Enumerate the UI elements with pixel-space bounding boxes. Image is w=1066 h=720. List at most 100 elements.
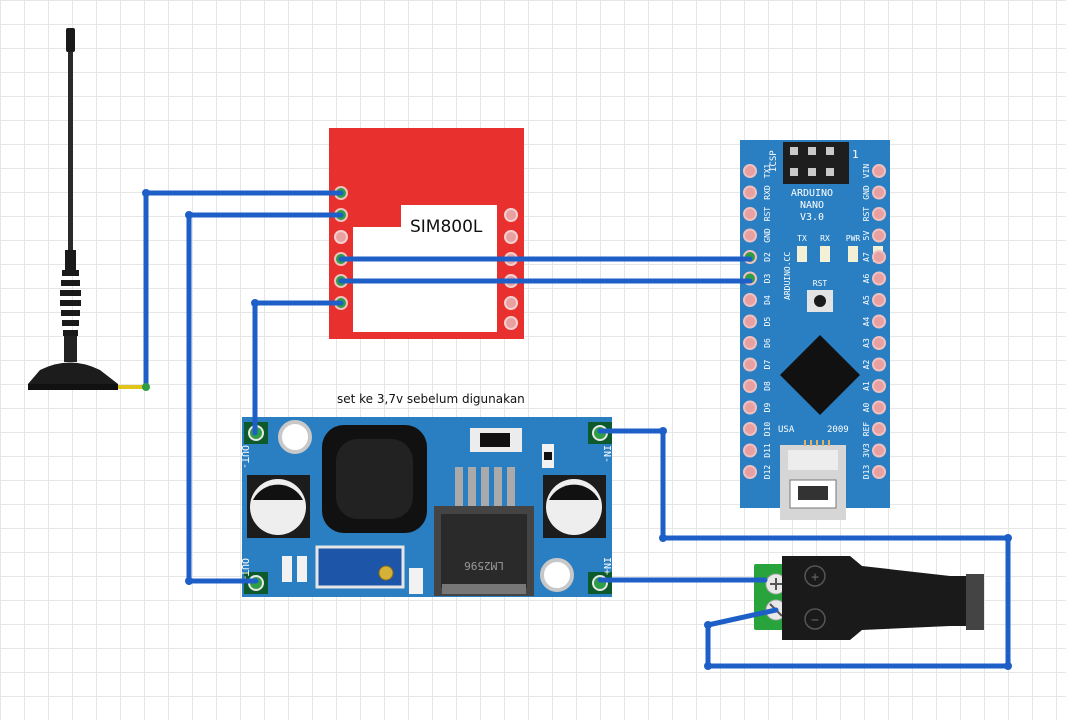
nano-pin-d11[interactable]	[743, 443, 757, 458]
nano-pin-rxd[interactable]	[743, 185, 757, 200]
nano-pin-label-a6: A6	[862, 274, 871, 284]
nano-pin-gnd[interactable]	[743, 228, 757, 243]
mounting-hole	[540, 558, 574, 592]
nano-pin-label-a3: A3	[862, 338, 871, 348]
nano-pin-d7[interactable]	[743, 357, 757, 372]
nano-pin-3v3[interactable]	[872, 443, 886, 458]
led-rx	[820, 246, 830, 262]
nano-pin-d13[interactable]	[872, 465, 886, 479]
wire-sim-vcc-out-plus[interactable]	[186, 212, 344, 584]
nano-pin-label-d6: D6	[763, 338, 772, 348]
led-pwr	[848, 246, 858, 262]
nano-pin-d12[interactable]	[743, 465, 757, 479]
nano-pin-vin[interactable]	[872, 164, 886, 178]
nano-pin-d8[interactable]	[743, 379, 757, 393]
in-minus-label: IN-	[601, 445, 612, 463]
nano-pin-label-gnd: GND	[862, 185, 871, 200]
wire-joints	[142, 189, 1012, 670]
nano-pin-a4[interactable]	[872, 314, 886, 329]
reset-button-cap[interactable]	[814, 295, 826, 307]
led-pwr-label: PWR	[846, 234, 861, 243]
arduino-nano[interactable]: ICSP 1 ARDUINO NANO V3.0 TX RX PWR L ARD…	[740, 140, 890, 520]
nano-pin-label-a7: A7	[862, 252, 871, 262]
led-tx-label: TX	[797, 234, 807, 243]
out-minus-label: OUT-	[239, 445, 250, 469]
nano-pin-label-d2: D2	[763, 252, 772, 262]
lm2596-chip: LM2596	[434, 467, 534, 596]
nano-pin-gnd[interactable]	[872, 185, 886, 200]
board-title-1: ARDUINO	[791, 188, 833, 199]
nano-pin-label-rst: RST	[862, 207, 871, 222]
board-title-3: V3.0	[800, 212, 824, 223]
jack-plus-symbol: +	[811, 570, 819, 585]
nano-pin-label-d4: D4	[763, 295, 772, 305]
year-label: 2009	[827, 425, 849, 435]
nano-pin-d4[interactable]	[743, 293, 757, 307]
nano-pin-d10[interactable]	[743, 422, 757, 436]
nano-pin-label-d11: D11	[763, 443, 772, 458]
nano-pin-rst[interactable]	[743, 207, 757, 221]
nano-pin-label-3v3: 3V3	[862, 443, 871, 458]
lm2596-chip-label: LM2596	[464, 559, 504, 572]
microcontroller-chip	[780, 335, 860, 415]
board-title-2: NANO	[800, 200, 824, 211]
nano-pin-label-a1: A1	[862, 381, 871, 391]
nano-pin-label-d10: D10	[763, 422, 772, 437]
led-rx-label: RX	[820, 234, 830, 243]
usa-label: USA	[778, 425, 795, 435]
jack-minus-symbol: −	[811, 613, 819, 628]
nano-pin-label-gnd: GND	[763, 228, 772, 243]
nano-pin-a5[interactable]	[872, 293, 886, 307]
nano-pin-label-d8: D8	[763, 381, 772, 391]
nano-pin-5v[interactable]	[872, 228, 886, 243]
nano-pin-a3[interactable]	[872, 336, 886, 350]
in-plus-label: IN+	[601, 557, 612, 575]
icsp-label: ICSP	[769, 150, 779, 172]
nano-pin-a1[interactable]	[872, 379, 886, 393]
antenna[interactable]	[28, 28, 146, 390]
sim800l-module[interactable]: SIM800L	[329, 128, 524, 339]
nano-pin-label-rst: RST	[763, 207, 772, 222]
nano-pin-a2[interactable]	[872, 357, 886, 372]
nano-pin-label-ref: REF	[862, 422, 871, 437]
nano-pin-ref[interactable]	[872, 422, 886, 436]
wire-sim-gnd-out-minus[interactable]	[252, 300, 344, 436]
nano-pin-label-a4: A4	[862, 317, 871, 327]
nano-pin-d9[interactable]	[743, 400, 757, 415]
nano-pin-label-d7: D7	[763, 360, 772, 370]
out-plus-label: OUT+	[239, 558, 250, 582]
dc-barrel-jack[interactable]: + −	[754, 556, 984, 640]
nano-pin-a0[interactable]	[872, 400, 886, 415]
nano-pin-d6[interactable]	[743, 336, 757, 350]
sim800l-label: SIM800L	[410, 217, 483, 237]
nano-pin-label-d13: D13	[862, 465, 871, 480]
nano-pin-label-a2: A2	[862, 360, 871, 370]
nano-pin-label-d12: D12	[763, 465, 772, 480]
nano-pin-rst[interactable]	[872, 207, 886, 221]
icsp-pin1-label: 1	[852, 148, 859, 161]
arduino-cc-label: ARDUINO.CC	[783, 252, 792, 300]
nano-pin-label-a5: A5	[862, 295, 871, 305]
potentiometer-screw[interactable]	[378, 565, 394, 581]
nano-pin-label-a0: A0	[862, 403, 871, 413]
mounting-hole	[278, 420, 312, 454]
nano-pin-d5[interactable]	[743, 314, 757, 329]
wire-in-minus-jack-minus[interactable]	[597, 428, 1011, 669]
nano-pin-a7[interactable]	[872, 250, 886, 264]
nano-pin-label-d3: D3	[763, 274, 772, 284]
nano-pin-tx1[interactable]	[743, 164, 757, 178]
lm2596-buck-converter[interactable]: OUT- OUT+ IN- IN+	[239, 417, 612, 597]
nano-pin-label-d5: D5	[763, 317, 772, 327]
nano-pin-label-tx1: TX1	[763, 164, 772, 179]
nano-pin-label-vin: VIN	[862, 164, 871, 179]
wire-antenna-sim[interactable]	[143, 190, 344, 390]
nano-pin-label-d9: D9	[763, 403, 772, 413]
nano-pin-label-5v: 5V	[862, 231, 871, 241]
wires[interactable]	[143, 190, 1011, 669]
nano-pin-label-rxd: RXD	[763, 185, 772, 200]
nano-pin-a6[interactable]	[872, 271, 886, 286]
led-tx	[797, 246, 807, 262]
